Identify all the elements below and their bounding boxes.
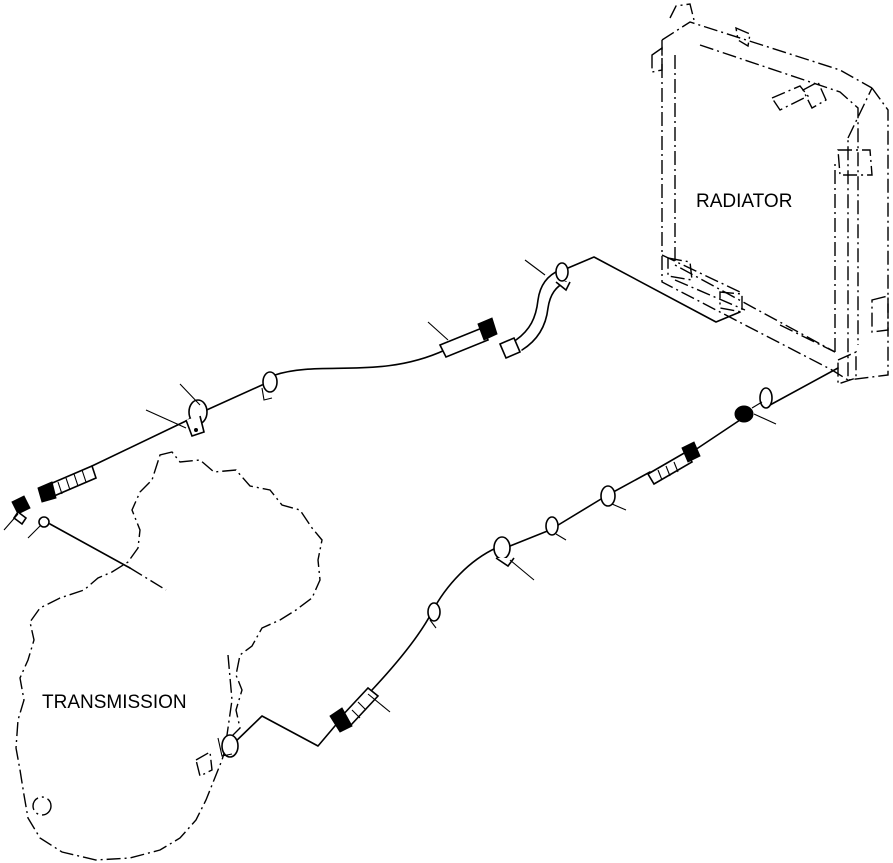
transmission-outline: [15, 451, 323, 861]
leader-lower-radiator: [753, 413, 777, 425]
lower-radiator-elbow: [734, 387, 773, 423]
transmission-label: TRANSMISSION: [42, 692, 187, 713]
upper-hose-middle-segment: [274, 349, 446, 376]
radiator-outline: [651, 3, 889, 385]
upper-elbow-clamp: [555, 262, 571, 292]
callout-leaders: [3, 259, 777, 713]
lower-hose-straight: [509, 471, 651, 547]
transmission-label-group: TRANSMISSION: [42, 692, 187, 713]
upper-hose-left-segment: [91, 384, 263, 467]
lower-transmission-connector: [217, 734, 239, 758]
leader-upper-clamp-2: [145, 409, 187, 429]
lower-line-to-radiator: [769, 367, 839, 406]
leader-lower-fitting: [367, 693, 391, 713]
leader-adaptor: [3, 513, 19, 531]
upper-oil-line: [11, 256, 741, 528]
leader-oring: [27, 525, 41, 539]
lower-right-fitting: [646, 441, 701, 486]
leader-lower-clamp: [509, 559, 535, 581]
upper-left-fitting: [37, 464, 97, 503]
upper-clamp-left: [185, 399, 208, 438]
upper-clamp-right: [261, 371, 278, 401]
lower-clamp-3: [545, 516, 567, 541]
radiator-label-group: RADIATOR: [696, 191, 792, 212]
leader-upper-elbow: [524, 259, 546, 276]
lower-hose-to-fitting: [691, 419, 741, 453]
transmission-link-line: [49, 523, 131, 569]
lower-clamp-4: [600, 485, 627, 511]
lower-clamp-2: [493, 536, 515, 568]
radiator-label: RADIATOR: [696, 191, 792, 212]
leader-upper-fitting: [427, 321, 449, 341]
upper-hose-fitting-mid: [438, 317, 498, 359]
upper-elbow-tube: [498, 269, 567, 360]
lower-left-fitting: [329, 686, 380, 733]
lower-line-from-transmission: [231, 715, 341, 747]
upper-line-to-radiator: [567, 256, 741, 323]
leader-upper-clamp-1: [179, 383, 201, 406]
lower-clamp-1: [427, 602, 441, 629]
lower-oil-line: [217, 367, 839, 758]
transmission-link-dashed: [129, 567, 167, 591]
